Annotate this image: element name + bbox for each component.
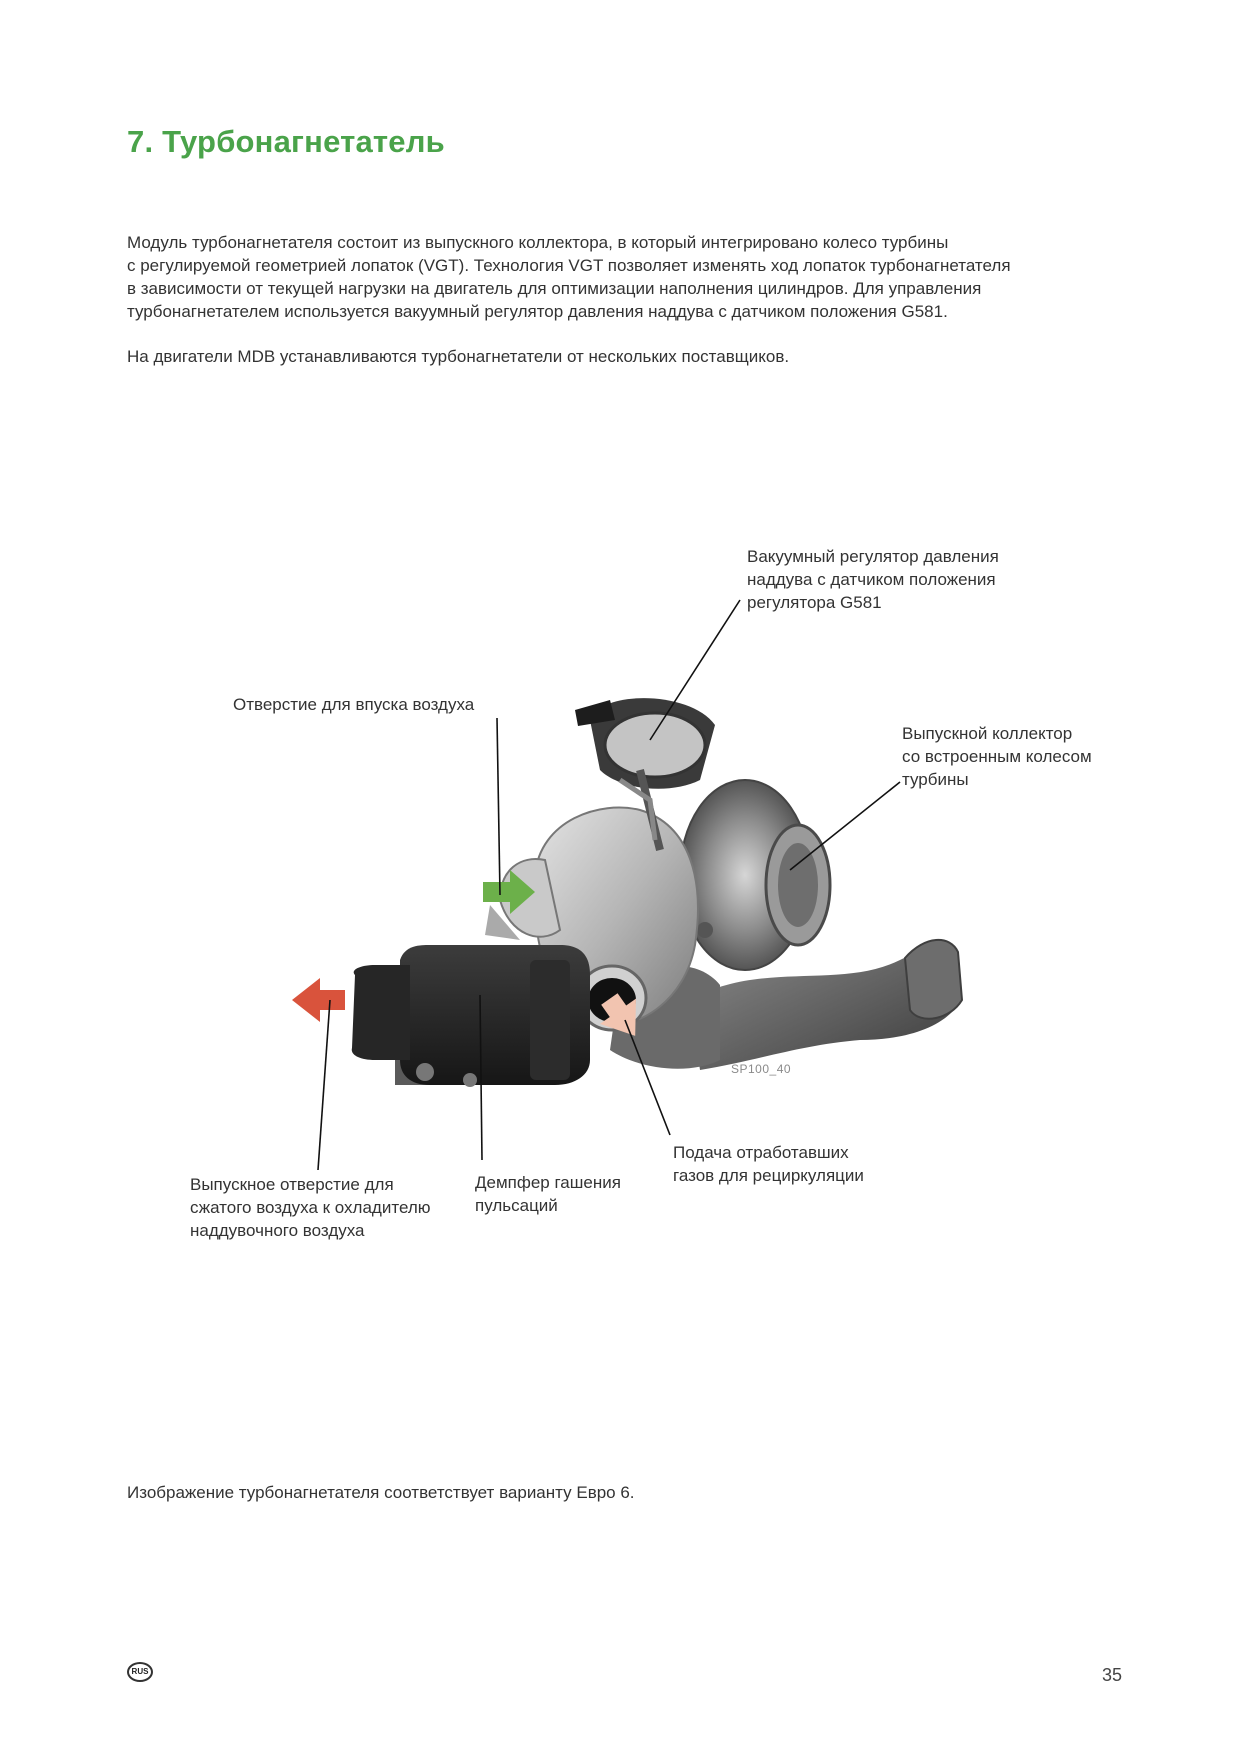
label-air-inlet: Отверстие для впуска воздуха [233,695,475,714]
pulsation-damper [351,945,590,1087]
label-exhaust-manifold: Выпускной коллектор со встроенным колесо… [902,724,1092,789]
intro-line: с регулируемой геометрией лопаток (VGT).… [127,256,1011,275]
intro-text: Модуль турбонагнетателя состоит из выпус… [127,231,1127,368]
egr-arrow [599,993,637,1036]
intake-arrow [483,870,535,914]
intro-line: в зависимости от текущей нагрузки на дви… [127,279,982,298]
label-pulsation-damper: Демпфер гашения пульсаций [475,1173,621,1215]
rus-logo-icon: RUS [127,1662,153,1682]
intro-paragraph-suppliers: На двигатели MDB устанавливаются турбона… [127,347,790,366]
compressor-housing [485,806,699,1032]
exhaust-manifold [610,938,964,1070]
intro-line: турбонагнетателем используется вакуумный… [127,302,948,321]
page-number: 35 [1102,1665,1123,1685]
figure-code: SP100_40 [731,1062,792,1076]
outlet-arrow [292,978,345,1022]
label-egr-supply: Подача отработавших газов для рециркуляц… [673,1143,864,1185]
vacuum-regulator [575,698,715,851]
label-vacuum-regulator: Вакуумный регулятор давления наддува с д… [747,547,999,612]
turbine-housing [679,779,832,971]
figure-footnote: Изображение турбонагнетателя соответству… [127,1483,635,1502]
leader-lines [317,599,901,1171]
page-title: 7. Турбонагнетатель [127,124,445,159]
intro-line: Модуль турбонагнетателя состоит из выпус… [127,233,949,252]
label-compressed-air-outlet: Выпускное отверстие для сжатого воздуха … [190,1175,431,1240]
